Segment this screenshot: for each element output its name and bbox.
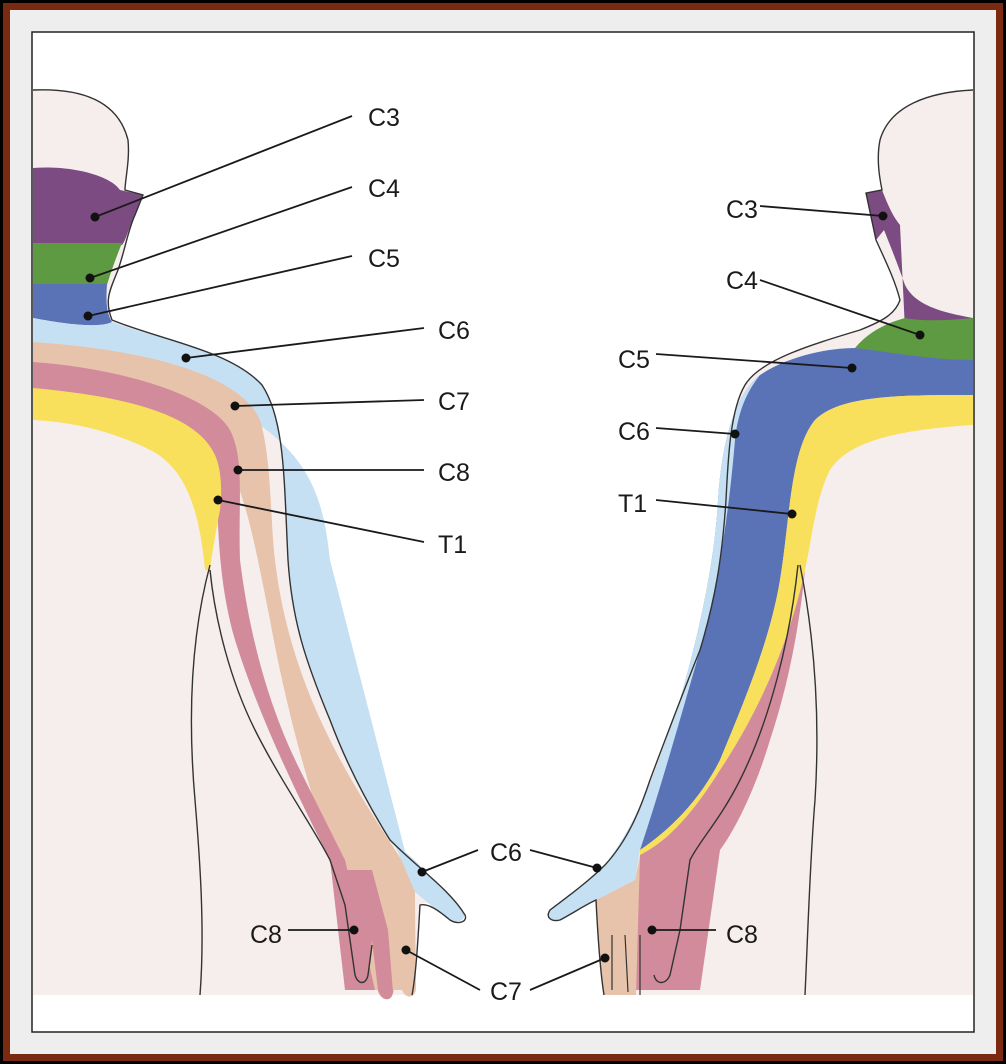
right-figure: [547, 89, 973, 996]
left-label-c6: C6: [438, 317, 470, 345]
right-c4-zone: [855, 318, 973, 362]
left-head-outline: [33, 89, 467, 996]
left-label-c7: C7: [438, 388, 470, 416]
right-label-c5: C5: [618, 346, 650, 374]
left-label-hand-c7: C7: [490, 978, 522, 1006]
right-c8-zone: [635, 570, 805, 990]
left-t1-zone: [33, 388, 222, 570]
right-label-hand-c8: C8: [726, 921, 758, 949]
right-label-c6: C6: [618, 418, 650, 446]
left-arm-inner-outline: [209, 569, 373, 984]
left-label-hand-c6: C6: [490, 839, 522, 867]
left-thumb: [395, 845, 465, 922]
right-leader-lines: [529, 205, 921, 991]
left-label-c8: C8: [438, 459, 470, 487]
left-figure: [33, 89, 467, 1000]
right-t1-zone: [640, 395, 973, 855]
left-c5-zone: [33, 284, 112, 326]
left-label-c4: C4: [368, 175, 400, 203]
left-label-hand-c8: C8: [250, 921, 282, 949]
left-label-c5: C5: [368, 245, 400, 273]
right-label-c3: C3: [726, 196, 758, 224]
left-label-c3: C3: [368, 104, 400, 132]
right-label-t1: T1: [618, 490, 647, 518]
right-c3-zone: [866, 190, 973, 330]
left-c6-zone: [33, 318, 465, 920]
left-c4-zone: [33, 243, 122, 285]
left-torso-outline: [190, 564, 211, 996]
right-torso-outline: [799, 564, 818, 996]
left-leader-lines: [87, 115, 481, 991]
left-torso-skin: [33, 420, 205, 995]
right-finger-lines: [611, 934, 641, 995]
left-dots: [83, 212, 427, 955]
right-head-outline: [547, 89, 973, 996]
right-torso-skin: [805, 425, 973, 995]
left-label-t1: T1: [438, 531, 467, 559]
right-c5-zone: [605, 348, 973, 865]
left-c8-zone: [33, 362, 375, 990]
left-c3-zone: [33, 167, 143, 245]
right-dots: [592, 211, 925, 963]
left-fingers-c8: [335, 870, 393, 1000]
right-arm-inner-outline: [653, 564, 799, 984]
right-label-c4: C4: [726, 267, 758, 295]
